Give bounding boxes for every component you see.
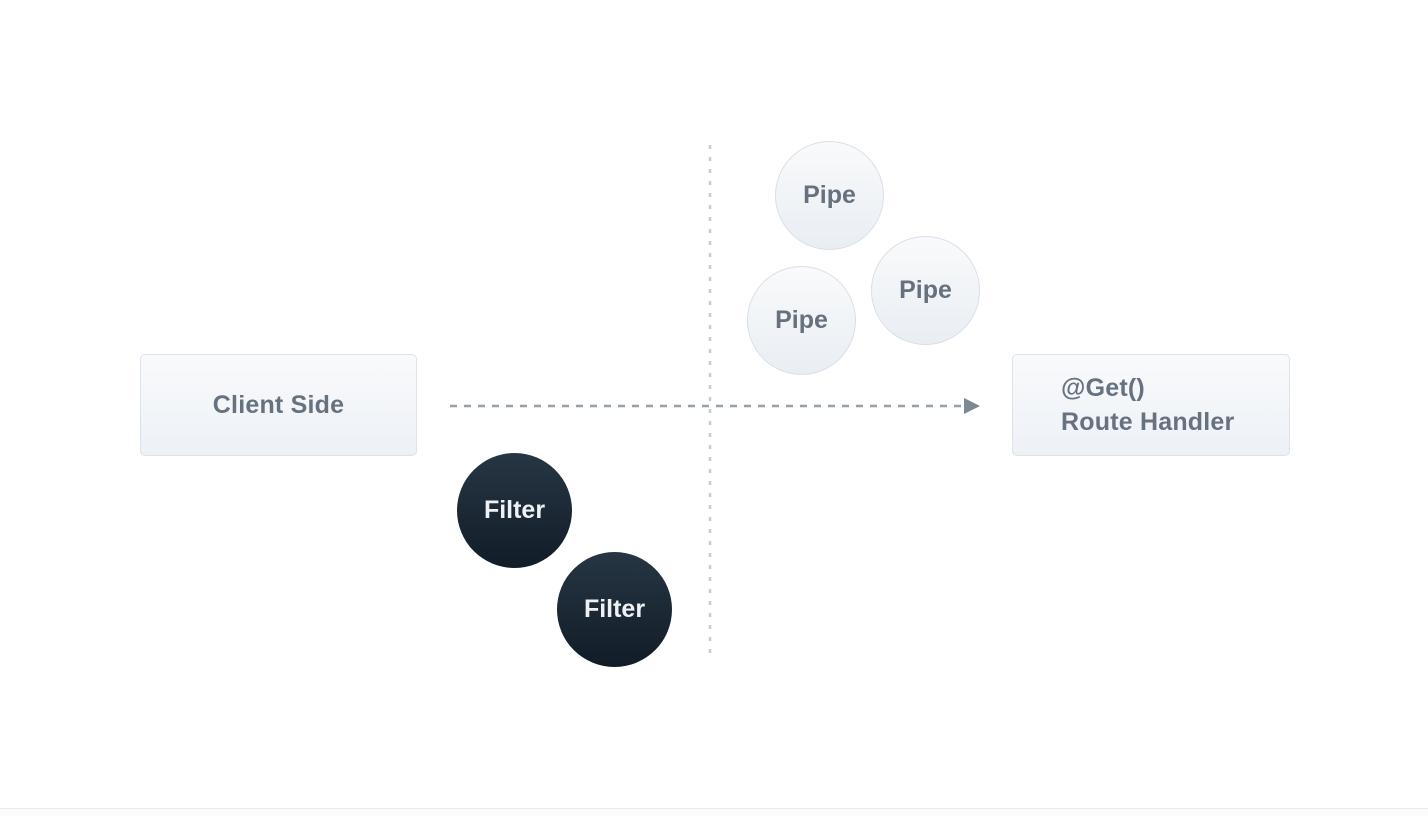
route-decorator-label: @Get() xyxy=(1061,374,1145,402)
route-handler-label: Route Handler xyxy=(1061,408,1235,436)
client-side-box: Client Side xyxy=(140,354,417,456)
filter-circle-2: Filter xyxy=(557,552,672,667)
request-flow-arrowhead-icon xyxy=(964,398,980,414)
pipe-label-1: Pipe xyxy=(803,181,856,209)
pipe-circle-2: Pipe xyxy=(747,266,856,375)
route-handler-box: @Get() Route Handler xyxy=(1012,354,1290,456)
route-handler-text: @Get() Route Handler xyxy=(1013,371,1234,439)
filter-circle-1: Filter xyxy=(457,453,572,568)
filter-label-1: Filter xyxy=(483,496,546,524)
pipe-circle-3: Pipe xyxy=(871,236,980,345)
client-side-label: Client Side xyxy=(212,390,345,419)
filter-label-2: Filter xyxy=(583,595,646,623)
pipe-circle-1: Pipe xyxy=(775,141,884,250)
page-section-divider xyxy=(0,808,1428,816)
pipe-label-3: Pipe xyxy=(899,276,952,304)
pipe-label-2: Pipe xyxy=(775,306,828,334)
